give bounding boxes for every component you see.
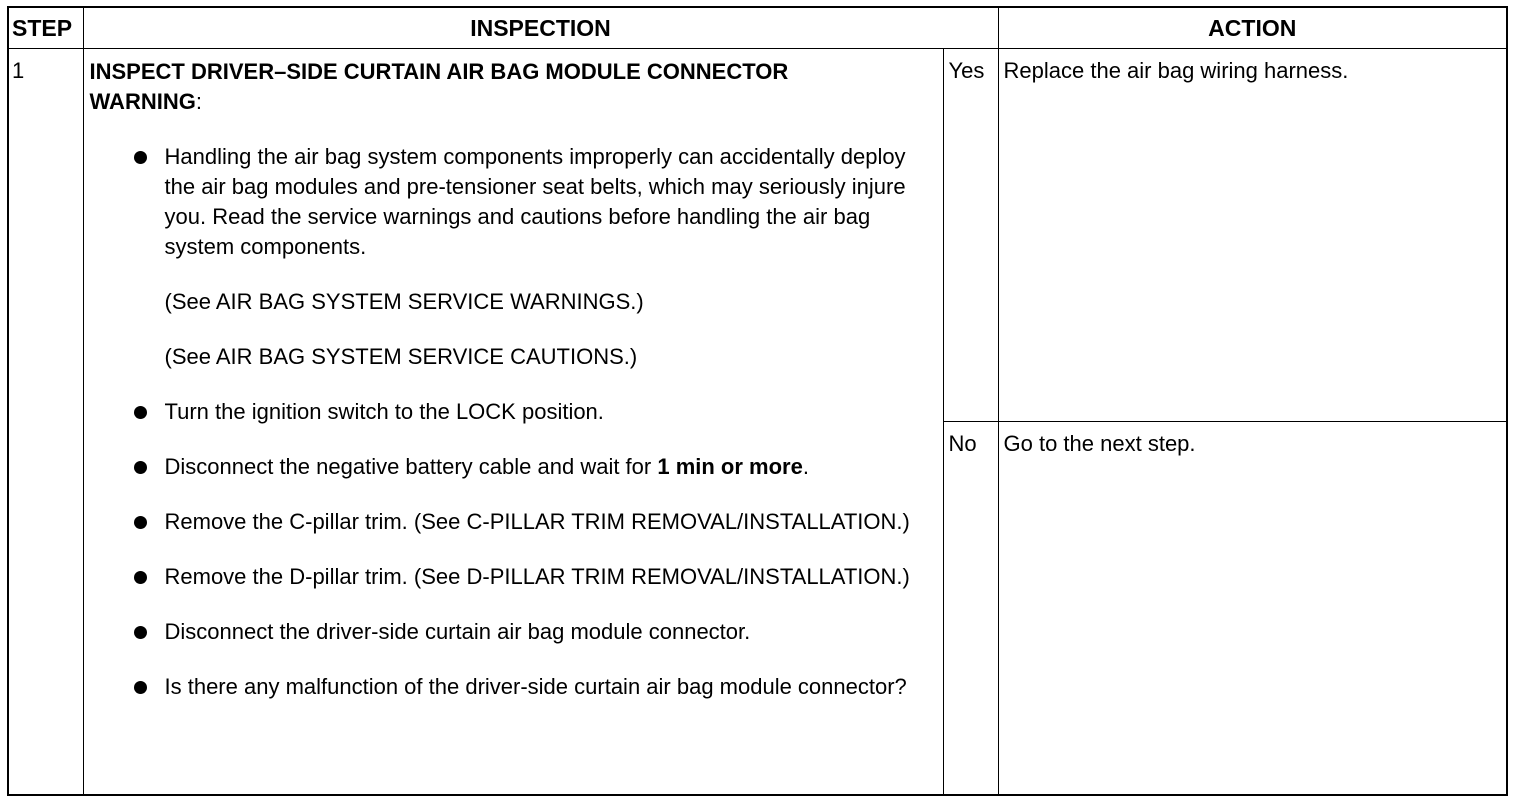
list-item-text: Remove the C-pillar trim. (See C-PILLAR … [164,509,910,534]
list-item: Handling the air bag system components i… [90,142,935,372]
table-row: No Go to the next step. [8,421,1508,796]
bullet-icon [133,461,147,474]
warning-colon: : [195,89,202,114]
warning-label: WARNING [89,89,196,114]
list-item-text: Remove the D-pillar trim. (See D-PILLAR … [164,564,910,589]
list-item-text: Disconnect the negative battery cable an… [165,452,935,482]
table-header-row: STEP INSPECTION ACTION [7,6,1508,49]
text-segment: . [802,454,809,479]
list-item-text: Turn the ignition switch to the LOCK pos… [164,399,604,424]
step-number: 1 [7,48,84,796]
yes-answer: Yes [942,48,999,422]
bullet-icon [133,516,147,529]
list-item-text: Handling the air bag system components i… [164,144,906,259]
list-item-text: Is there any malfunction of the driver-s… [164,674,907,699]
see-reference: (See AIR BAG SYSTEM SERVICE CAUTIONS.) [164,344,638,369]
list-item: Remove the C-pillar trim. (See C-PILLAR … [90,507,935,537]
inspection-title: INSPECT DRIVER–SIDE CURTAIN AIR BAG MODU… [89,59,789,84]
diagnostic-procedure-table: STEP INSPECTION ACTION 1 INSPECT DRIVER–… [7,6,1509,796]
bullet-icon [133,406,147,419]
bullet-icon [133,151,147,164]
step-column-header: STEP [7,6,84,49]
yes-action: Replace the air bag wiring harness. [997,48,1508,422]
list-item-text: Disconnect the driver-side curtain air b… [164,619,751,644]
action-column-header: ACTION [997,6,1508,49]
inspection-steps-list: Handling the air bag system components i… [90,142,935,702]
bullet-icon [133,626,147,639]
list-item: Is there any malfunction of the driver-s… [90,672,935,702]
list-item: Disconnect the negative battery cable an… [90,452,935,482]
list-item: Turn the ignition switch to the LOCK pos… [90,397,935,427]
list-item: Disconnect the driver-side curtain air b… [90,617,935,647]
table-row: 1 INSPECT DRIVER–SIDE CURTAIN AIR BAG MO… [7,48,1508,796]
inspection-column-header: INSPECTION [82,6,999,49]
bullet-icon [133,681,147,694]
inspection-cell: INSPECT DRIVER–SIDE CURTAIN AIR BAG MODU… [82,48,944,796]
emphasis-text: 1 min or more [657,454,803,479]
no-answer: No [942,421,999,796]
see-reference: (See AIR BAG SYSTEM SERVICE WARNINGS.) [164,289,644,314]
no-action: Go to the next step. [997,421,1508,796]
warning-heading: WARNING: [90,87,935,117]
text-segment: Disconnect the negative battery cable an… [164,454,658,479]
bullet-icon [133,571,147,584]
list-item: Remove the D-pillar trim. (See D-PILLAR … [90,562,935,592]
